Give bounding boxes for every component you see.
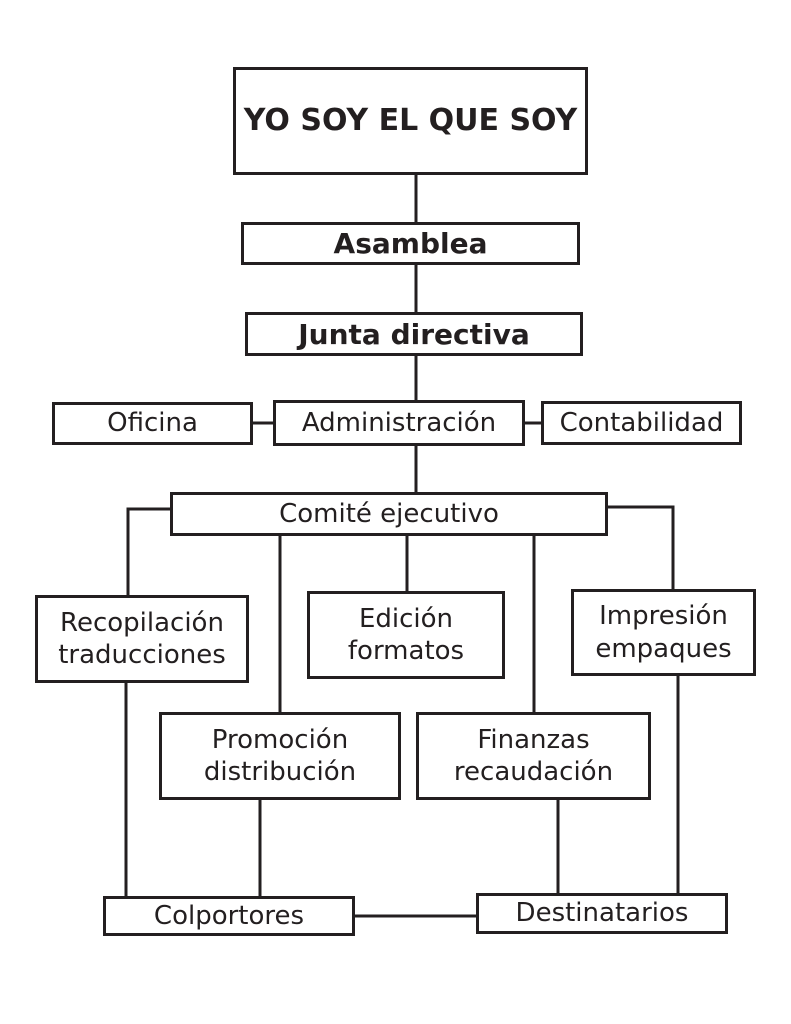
node-label-line-1: Recopilación [60,607,224,638]
node-label-line-1: Finanzas [477,724,590,755]
node-comite-ejecutivo: Comité ejecutivo [170,492,608,536]
node-recopilacion-traducciones: Recopilación traducciones [35,595,249,683]
node-label-line-1: Impresión [599,601,728,631]
node-administracion: Administración [273,400,525,446]
node-label-line-2: empaques [595,633,732,664]
node-label: Oficina [107,408,198,439]
node-promocion-distribucion: Promoción distribución [159,712,401,800]
node-finanzas-recaudacion: Finanzas recaudación [416,712,651,800]
node-impresion-empaques: Impresión empaques [571,589,756,676]
connector-comite-recopilacion [126,507,171,596]
node-label: YO SOY EL QUE SOY [243,103,578,139]
node-colportores: Colportores [103,896,355,936]
node-label: Asamblea [333,227,488,260]
node-destinatarios: Destinatarios [476,893,728,934]
node-label: Colportores [153,900,305,931]
node-label-line-1: Promoción [211,724,349,755]
node-junta-directiva: Junta directiva [245,312,583,356]
node-label-line-2: distribución [203,757,357,787]
node-label-line-1: Edición [358,603,454,634]
node-oficina: Oficina [52,402,253,445]
node-edicion-formatos: Edición formatos [307,591,505,679]
node-contabilidad: Contabilidad [541,401,742,445]
node-label-line-2: formatos [347,636,465,666]
node-label: Junta directiva [298,317,530,351]
node-label-line-2: recaudación [453,757,614,787]
node-label: Comité ejecutivo [279,498,499,529]
node-yo-soy-el-que-soy: YO SOY EL QUE SOY [233,67,588,175]
node-asamblea: Asamblea [241,222,580,265]
node-label-line-2: traducciones [58,640,226,670]
node-label: Contabilidad [559,407,724,438]
node-label: Destinatarios [515,898,689,929]
connector-comite-impresion [607,505,675,590]
node-label: Administración [301,407,497,438]
